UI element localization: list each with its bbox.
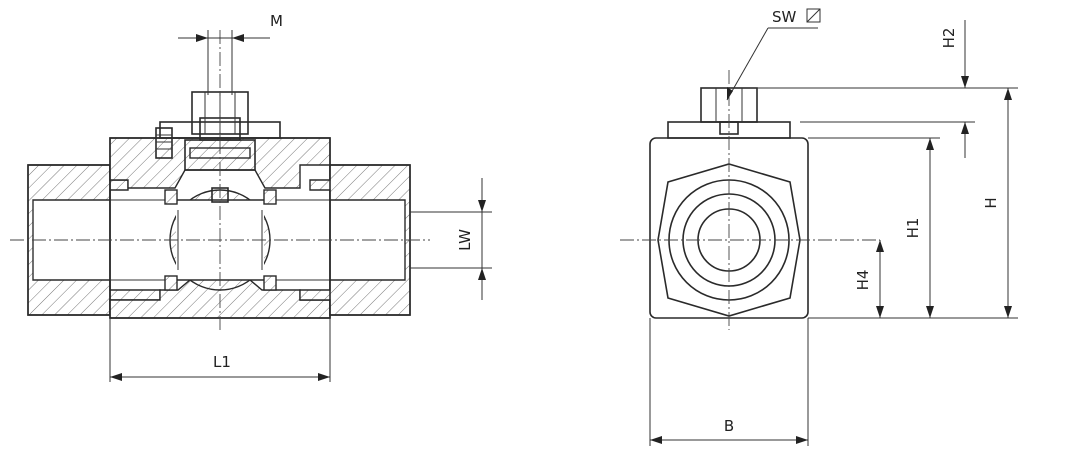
seats xyxy=(164,189,277,291)
end-view xyxy=(620,70,880,330)
ext-lines-top xyxy=(750,87,1018,319)
dim-h: H xyxy=(982,88,1012,318)
label-m: M xyxy=(270,12,283,30)
dim-h2: H2 xyxy=(940,20,969,158)
label-h1: H1 xyxy=(904,218,922,239)
label-h: H xyxy=(982,197,1000,208)
label-lw: LW xyxy=(456,229,474,251)
dim-b: B xyxy=(649,318,809,446)
label-b: B xyxy=(724,417,734,435)
label-h4: H4 xyxy=(854,270,872,291)
dim-l1: L1 xyxy=(109,318,331,382)
dim-h1: H1 xyxy=(904,138,934,318)
dim-m: M xyxy=(178,12,283,95)
dim-h4: H4 xyxy=(854,240,884,318)
label-l1: L1 xyxy=(213,353,231,371)
dim-sw: SW xyxy=(726,8,821,101)
section-view xyxy=(10,30,430,330)
label-h2: H2 xyxy=(940,28,958,49)
label-sw: SW xyxy=(772,8,797,26)
dim-lw: LW xyxy=(410,178,492,300)
